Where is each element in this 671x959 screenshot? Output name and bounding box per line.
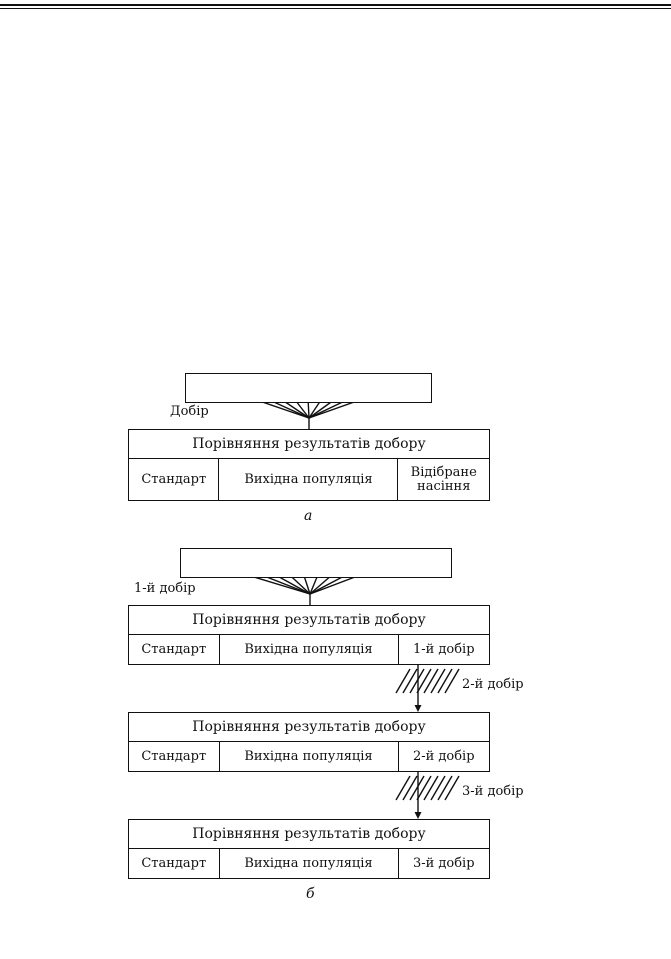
comparison-header-b3-text: Порівняння результатів добору	[192, 826, 426, 842]
hatch-2-8	[444, 775, 460, 801]
arrow-head-1	[414, 705, 422, 712]
hatch-2-5	[423, 775, 439, 801]
cell-standard-b3: Стандарт	[141, 855, 207, 871]
hatch-2-7	[437, 775, 453, 801]
caption-a: а	[304, 508, 313, 524]
hatch-2-1	[395, 775, 411, 801]
selection-label-a: Добір	[170, 404, 209, 419]
arrow-head-2	[414, 812, 422, 819]
comparison-header-b1-text: Порівняння результатів добору	[192, 612, 426, 628]
cell-selected-seed-a: Відібране насіння	[397, 459, 489, 500]
hatch-1-2	[402, 668, 418, 694]
cell-standard-b2: Стандарт	[141, 748, 207, 764]
cell-selection-b1: 1-й добір	[397, 635, 490, 664]
cell-selection-b3: 3-й добір	[397, 849, 490, 878]
cell-selection-b2: 2-й добір	[397, 742, 490, 771]
hatch-1-4	[416, 668, 432, 694]
comparison-header-b1: Порівняння результатів добору	[128, 605, 490, 635]
comparison-header-b3: Порівняння результатів добору	[128, 819, 490, 849]
cell-population-b1: Вихідна популяція	[218, 635, 398, 664]
hatch-2-2	[402, 775, 418, 801]
comparison-header-b2-text: Порівняння результатів добору	[192, 719, 426, 735]
hatch-1-5	[423, 668, 439, 694]
hatch-1-7	[437, 668, 453, 694]
comparison-header-b2: Порівняння результатів добору	[128, 712, 490, 742]
hatch-1-1	[395, 668, 411, 694]
hatch-1-3	[409, 668, 425, 694]
seed-bar-b	[180, 548, 452, 578]
hatch-1-6	[430, 668, 446, 694]
hatch-2-6	[430, 775, 446, 801]
header-rule-thin	[0, 8, 671, 9]
comparison-header-a-text: Порівняння результатів добору	[192, 436, 426, 452]
cell-population-b3: Вихідна популяція	[218, 849, 398, 878]
hatch-1-8	[444, 668, 460, 694]
hatch-2-4	[416, 775, 432, 801]
seed-bar-a	[185, 373, 432, 403]
header-rule-thick	[0, 4, 671, 6]
caption-b: б	[306, 886, 315, 902]
cells-row-b1: Стандарт Вихідна популяція 1-й добір	[128, 635, 490, 665]
cell-population-b2: Вихідна популяція	[218, 742, 398, 771]
cell-population-a: Вихідна популяція	[218, 459, 397, 500]
selection-label-b: 1-й добір	[134, 581, 196, 596]
cells-row-b3: Стандарт Вихідна популяція 3-й добір	[128, 849, 490, 879]
step-label-2: 2-й добір	[462, 677, 524, 692]
cell-standard-b1: Стандарт	[141, 641, 207, 657]
hatch-2-3	[409, 775, 425, 801]
cells-row-b2: Стандарт Вихідна популяція 2-й добір	[128, 742, 490, 772]
cells-row-a: Стандарт Вихідна популяція Відібране нас…	[128, 459, 490, 501]
cell-standard-a: Стандарт	[141, 471, 207, 487]
comparison-header-a: Порівняння результатів добору	[128, 429, 490, 459]
step-label-3: 3-й добір	[462, 784, 524, 799]
